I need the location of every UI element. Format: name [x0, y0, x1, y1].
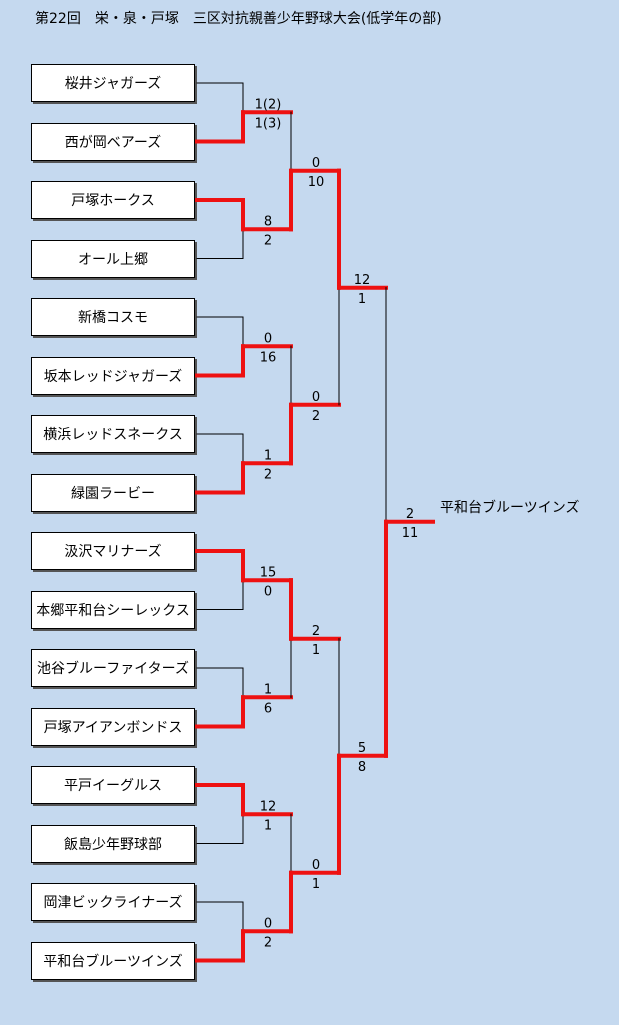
- score-label: 6: [264, 701, 272, 716]
- score-label: 0: [264, 584, 272, 599]
- team-name: 本郷平和台シーレックス: [36, 602, 190, 619]
- team-name: 飯島少年野球部: [64, 836, 162, 853]
- team-box: 桜井ジャガーズ: [31, 64, 195, 102]
- team-name: 汲沢マリナーズ: [64, 544, 162, 560]
- team-name: オール上郷: [78, 251, 148, 268]
- team-name: 新橋コスモ: [78, 310, 148, 326]
- score-label: 1(2): [255, 97, 282, 112]
- team-name: 戸塚ホークス: [71, 193, 155, 209]
- team-name: 平戸イーグルス: [64, 778, 162, 794]
- score-label: 0: [312, 156, 320, 171]
- score-label: 1: [264, 682, 272, 697]
- score-label: 2: [264, 935, 272, 950]
- team-name: 戸塚アイアンボンドス: [43, 719, 183, 736]
- team-box: 平和台ブルーツインズ: [31, 941, 195, 980]
- score-label: 8: [358, 760, 366, 775]
- score-label: 10: [308, 175, 325, 190]
- team-box: 飯島少年野球部: [31, 824, 195, 863]
- team-name: 横浜レッドスネークス: [43, 427, 183, 443]
- team-name: 岡津ビックライナーズ: [43, 895, 183, 911]
- team-name: 桜井ジャガーズ: [64, 76, 162, 92]
- score-label: 2: [312, 409, 320, 424]
- score-label: 0: [312, 858, 320, 873]
- team-name: 池谷ブルーファイターズ: [37, 661, 189, 677]
- score-label: 15: [260, 565, 277, 580]
- score-label: 2: [312, 624, 320, 639]
- team-box: 汲沢マリナーズ: [31, 532, 195, 570]
- team-box: 平戸イーグルス: [31, 766, 195, 804]
- score-label: 2: [264, 467, 272, 482]
- team-box: 坂本レッドジャガーズ: [31, 356, 195, 395]
- score-label: 1: [358, 292, 366, 307]
- team-box: 緑園ラービー: [31, 473, 195, 512]
- team-box: 西が岡ベアーズ: [31, 122, 195, 161]
- page-title: 第22回 栄・泉・戸塚 三区対抗親善少年野球大会(低学年の部): [35, 11, 442, 27]
- score-label: 0: [264, 916, 272, 931]
- team-name: 緑園ラービー: [71, 485, 155, 502]
- score-label: 1: [312, 877, 320, 892]
- score-label: 12: [354, 273, 371, 288]
- team-name: 西が岡ベアーズ: [64, 134, 162, 151]
- team-box: オール上郷: [31, 239, 195, 278]
- score-label: 1: [264, 448, 272, 463]
- champion-label: 平和台ブルーツインズ: [440, 500, 580, 516]
- team-box: 戸塚アイアンボンドス: [31, 707, 195, 746]
- score-label: 11: [402, 526, 419, 541]
- team-box: 岡津ビックライナーズ: [31, 883, 195, 921]
- score-label: 1(3): [255, 116, 282, 131]
- score-label: 2: [406, 507, 414, 522]
- score-label: 5: [358, 741, 366, 756]
- score-label: 0: [312, 390, 320, 405]
- score-label: 12: [260, 799, 277, 814]
- score-label: 1: [312, 643, 320, 658]
- score-label: 1: [264, 818, 272, 833]
- team-box: 池谷ブルーファイターズ: [31, 649, 195, 687]
- team-name: 平和台ブルーツインズ: [43, 953, 183, 970]
- score-label: 16: [260, 350, 277, 365]
- team-box: 戸塚ホークス: [31, 181, 195, 219]
- score-label: 0: [264, 331, 272, 346]
- score-label: 2: [264, 233, 272, 248]
- team-box: 本郷平和台シーレックス: [31, 590, 195, 629]
- team-name: 坂本レッドジャガーズ: [43, 368, 183, 385]
- team-box: 新橋コスモ: [31, 298, 195, 336]
- team-box: 横浜レッドスネークス: [31, 415, 195, 453]
- score-label: 8: [264, 214, 272, 229]
